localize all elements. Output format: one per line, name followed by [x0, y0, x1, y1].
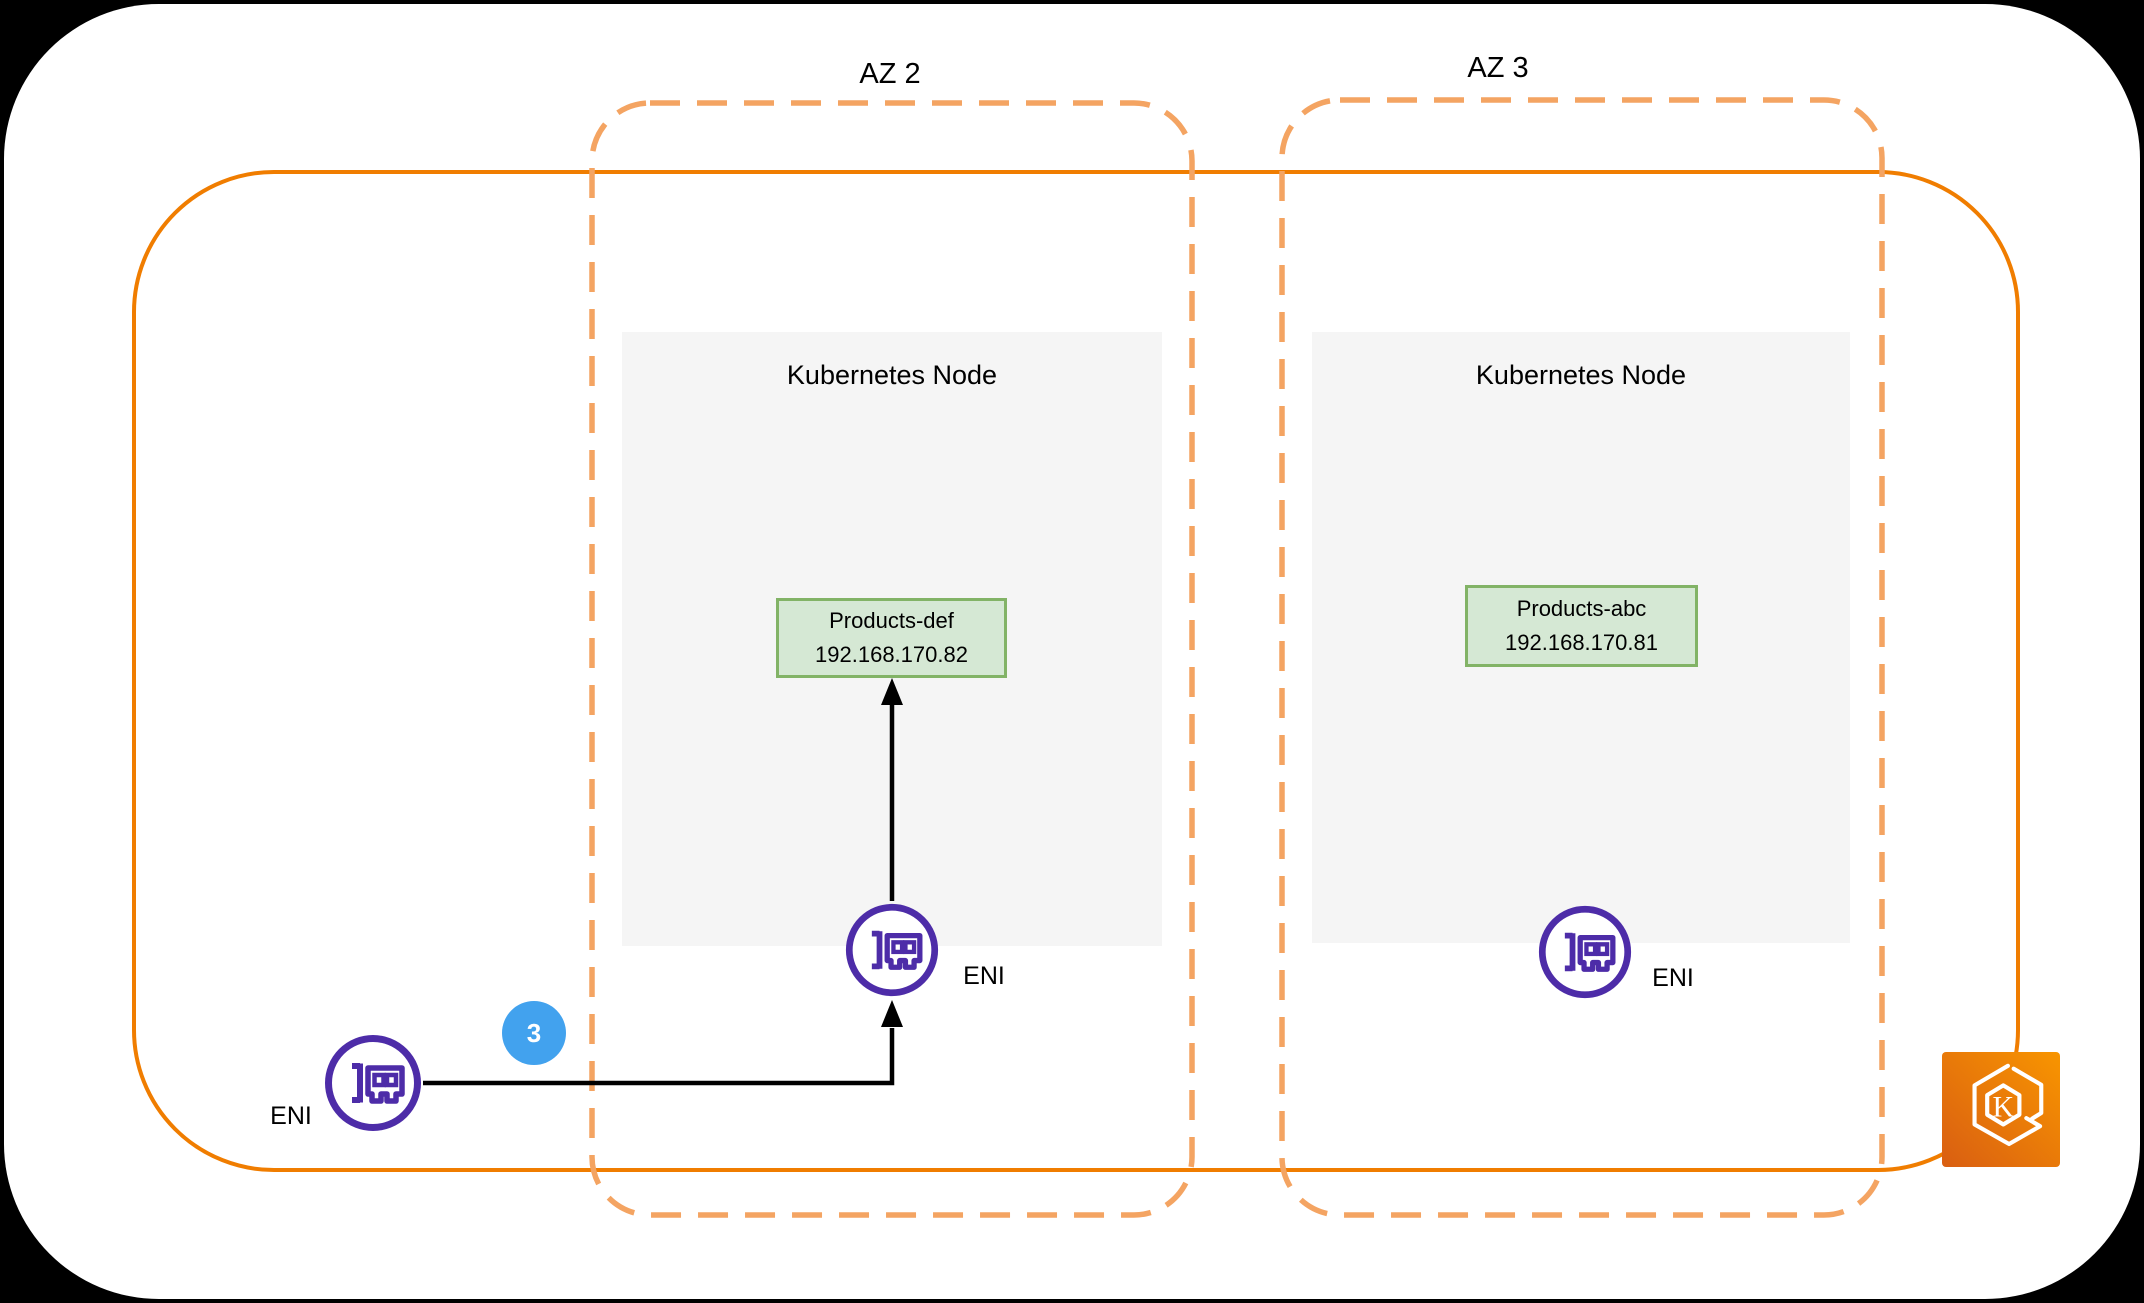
arrowhead-into-node-eni [881, 1000, 903, 1027]
pod-name: Products-def [829, 608, 954, 633]
eni-icon [844, 902, 940, 998]
az3-label: AZ 3 [1467, 52, 1529, 84]
pod-name: Products-abc [1516, 596, 1647, 621]
eni-icon [1537, 904, 1633, 1000]
eni-icon [323, 1033, 423, 1133]
connector-line-eni-to-eni [423, 1028, 895, 1086]
eks-letter: K [1993, 1090, 2015, 1123]
kubernetes-node-label-2: Kubernetes Node [1475, 360, 1687, 390]
pod-ip: 192.168.170.81 [1505, 630, 1658, 655]
step-badge: 3 [502, 1001, 566, 1065]
kubernetes-node-label-1: Kubernetes Node [786, 360, 998, 390]
external-eni-label: ENI [270, 1102, 312, 1130]
vpc-boundary [132, 170, 2020, 1172]
az3-boundary [1279, 97, 1885, 1218]
pod-box-products-abc: Products-abc 192.168.170.81 [1465, 585, 1698, 667]
node2-eni-label: ENI [1652, 964, 1694, 992]
pod-ip: 192.168.170.82 [815, 642, 968, 667]
eks-icon: K [1942, 1052, 2060, 1167]
eks-hexagon-glyph: K [1972, 1063, 2044, 1147]
az2-boundary [589, 100, 1195, 1218]
pod-box-products-def: Products-def 192.168.170.82 [776, 598, 1007, 678]
node1-eni-label: ENI [963, 962, 1005, 990]
arrowhead-into-pod [881, 678, 903, 705]
az2-label: AZ 2 [859, 58, 921, 90]
